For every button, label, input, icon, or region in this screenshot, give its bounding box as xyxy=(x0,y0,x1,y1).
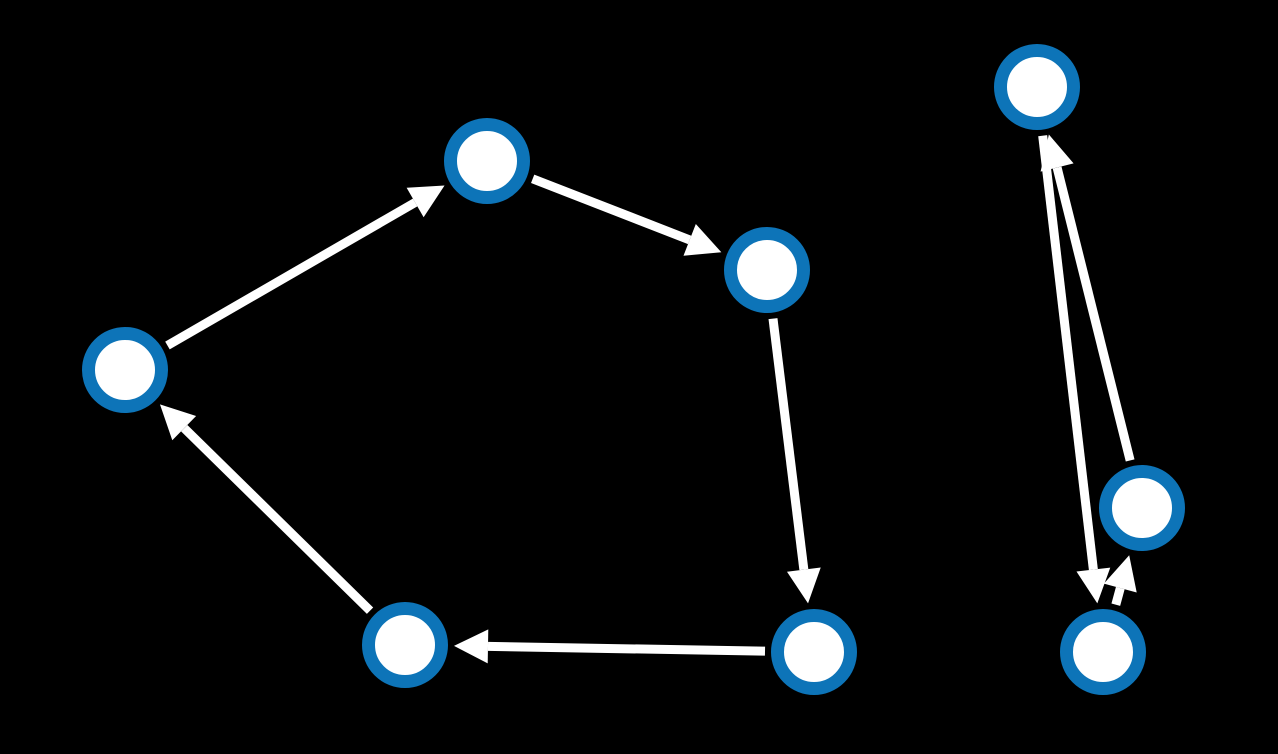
graph-edge-n7-to-n8 xyxy=(487,641,766,656)
graph-edge-n4-to-n6 xyxy=(1038,135,1098,571)
graph-arrowhead-n1-to-n2 xyxy=(406,185,445,218)
graph-node-n7[interactable] xyxy=(771,609,857,695)
graph-arrowhead-n4-to-n6 xyxy=(1076,567,1111,604)
graph-node-n1[interactable] xyxy=(82,327,168,413)
graph-arrowhead-n2-to-n3 xyxy=(683,224,722,256)
graph-arrowhead-n3-to-n7 xyxy=(786,567,821,604)
edges-layer xyxy=(159,134,1137,664)
graph-node-n3[interactable] xyxy=(724,227,810,313)
graph-node-n4[interactable] xyxy=(994,44,1080,130)
graph-node-n6[interactable] xyxy=(1060,609,1146,695)
graph-edge-n2-to-n3 xyxy=(531,174,692,245)
graph-arrowhead-n8-to-n1 xyxy=(159,404,197,441)
graph-arrowhead-n5-to-n4 xyxy=(1040,134,1074,172)
graph-node-n2[interactable] xyxy=(444,118,530,204)
graph-edge-n6-to-n5 xyxy=(1111,586,1125,606)
graph-edge-n1-to-n2 xyxy=(165,198,418,350)
graph-edge-n3-to-n7 xyxy=(768,318,809,571)
graph-arrowhead-n6-to-n5 xyxy=(1103,555,1137,593)
graph-edge-n5-to-n4 xyxy=(1052,166,1135,462)
nodes-layer xyxy=(82,44,1185,695)
graph-node-n5[interactable] xyxy=(1099,465,1185,551)
graph-edge-n8-to-n1 xyxy=(181,424,374,614)
graph-arrowhead-n7-to-n8 xyxy=(453,629,489,664)
graph-node-n8[interactable] xyxy=(362,602,448,688)
